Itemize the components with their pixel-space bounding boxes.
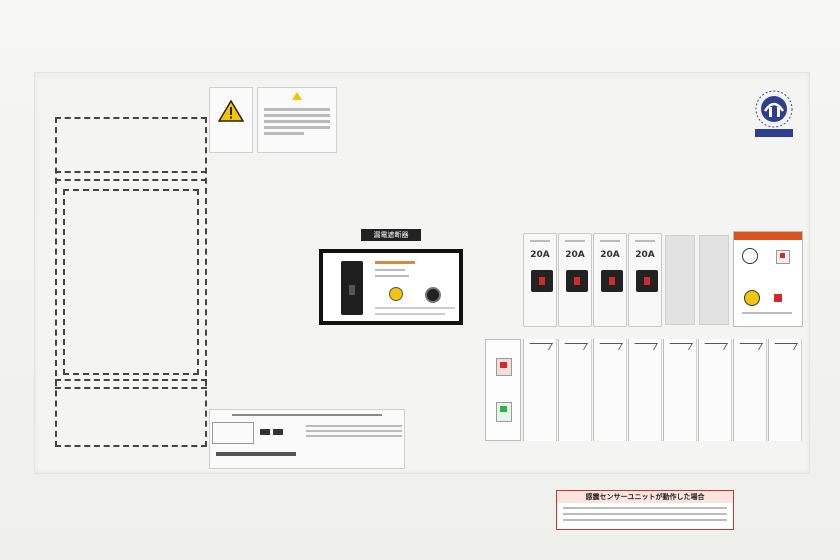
breaker-toggle[interactable] [601,270,623,292]
left-knockout-frame [55,117,207,447]
branch-slot [558,339,592,441]
branch-slot [628,339,662,441]
sensor-test-button[interactable] [744,290,760,306]
branch-slot [593,339,627,441]
branch-slot [698,339,732,441]
branch-slot [523,339,557,441]
branch-breaker[interactable]: 20A [558,233,592,327]
main-breaker-handle[interactable] [341,261,363,315]
blank-slot [665,235,695,325]
branch-slot [663,339,697,441]
caution-label [257,87,337,153]
knockout-bar [55,387,207,389]
blank-slot [699,235,729,325]
breaker-toggle[interactable] [636,270,658,292]
sensor-alarm-lamp [774,294,782,302]
knockout-bar [55,379,207,381]
knockout-bar [55,171,207,173]
main-leakage-breaker[interactable] [319,249,463,325]
branch-breaker[interactable]: 20A [593,233,627,327]
instruction-label [209,409,405,469]
caution-triangle-icon [292,92,302,100]
breaker-rating: 20A [635,250,655,260]
certification-logo [749,87,799,139]
breaker-toggle[interactable] [531,270,553,292]
breaker-rating: 20A [565,250,585,260]
main-breaker-title: 漏電遮断器 [373,231,409,239]
reset-button[interactable] [425,287,441,303]
test-button[interactable] [389,287,403,301]
branch-breaker[interactable]: 20A [523,233,557,327]
seismic-sensor-unit [733,231,803,327]
main-breaker-title-plate: 漏電遮断器 [361,229,421,241]
warning-triangle-icon [218,100,244,122]
knockout-bar [55,179,207,181]
branch-breaker[interactable]: 20A [628,233,662,327]
certification-seal-icon [755,90,793,137]
breaker-rating: 20A [530,250,550,260]
breaker-rating: 20A [600,250,620,260]
seismic-notice-label: 感震センサーユニットが動作した場合 [556,490,734,530]
warning-label [209,87,253,153]
sensor-fan-icon [742,248,758,264]
green-indicator-switch[interactable] [496,402,512,422]
breaker-toggle[interactable] [566,270,588,292]
branch-slot [733,339,767,441]
inner-cover: 漏電遮断器 20A 20A 20A [34,72,810,474]
left-knockout-inner [63,189,199,375]
bottom-left-switch-unit [485,339,521,441]
notice-title: 感震センサーユニットが動作した場合 [557,491,733,503]
sensor-indicator [776,250,790,264]
branch-slot [768,339,802,441]
red-indicator-switch[interactable] [496,358,512,376]
